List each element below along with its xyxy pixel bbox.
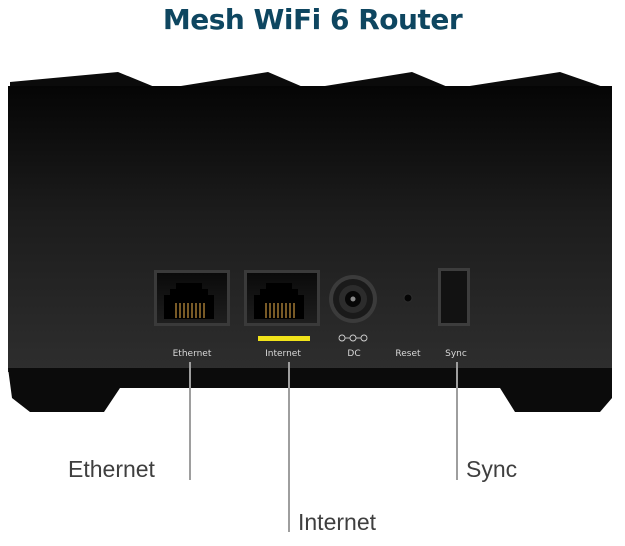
port-label-internet: Internet <box>265 349 301 359</box>
sync-callout-line <box>456 362 458 480</box>
port-label-sync: Sync <box>445 349 467 359</box>
port-label-reset: Reset <box>395 349 421 359</box>
router-top-ridges <box>10 72 612 90</box>
sync-callout-label: Sync <box>466 456 518 482</box>
dc-power-jack-icon[interactable] <box>329 275 377 323</box>
internet-callout-label: Internet <box>298 509 376 535</box>
reset-pinhole-icon[interactable] <box>403 293 413 303</box>
port-label-dc: DC <box>347 349 360 359</box>
port-label-ethernet: Ethernet <box>173 349 212 359</box>
ethernet-callout-label: Ethernet <box>68 456 155 482</box>
ethernet-port[interactable] <box>154 270 230 326</box>
internet-accent-bar <box>258 336 310 341</box>
dc-polarity-icon <box>338 334 368 342</box>
sync-button-icon[interactable] <box>438 268 470 326</box>
router-base <box>8 368 612 412</box>
internet-port[interactable] <box>244 270 320 326</box>
page-title: Mesh WiFi 6 Router <box>162 3 463 36</box>
ethernet-callout-line <box>189 362 191 480</box>
router-body <box>8 86 612 372</box>
internet-callout-line <box>288 362 290 532</box>
